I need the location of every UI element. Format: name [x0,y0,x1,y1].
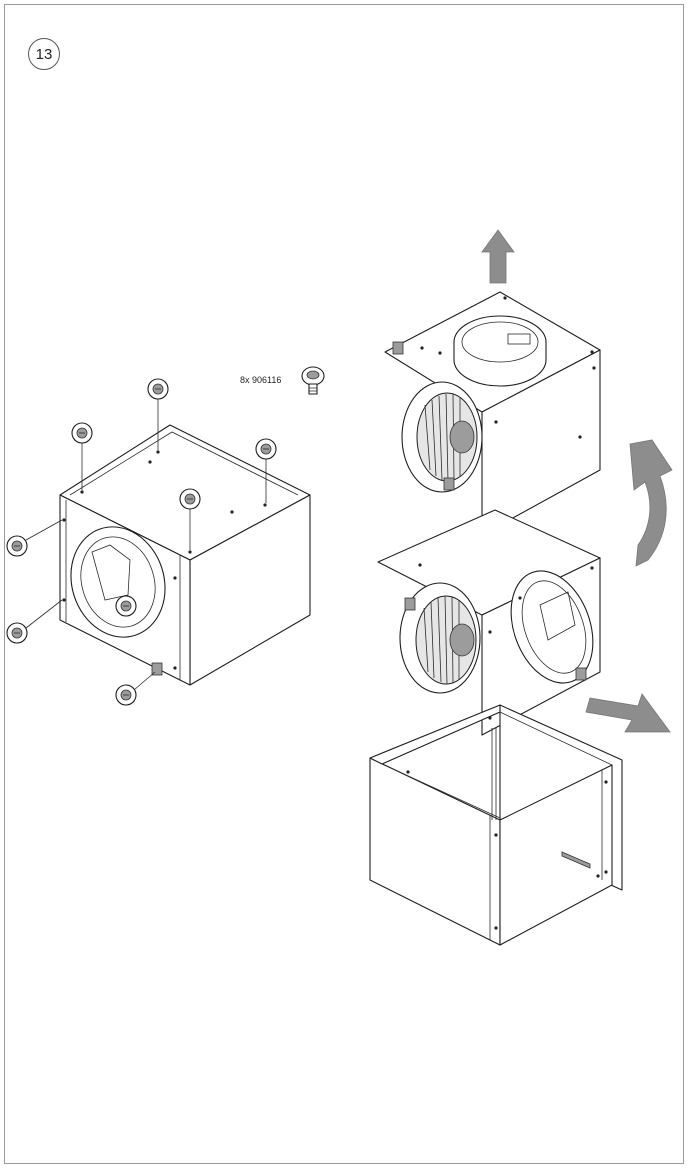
motor-unit-top [384,291,601,536]
screw-icon [6,622,28,644]
page-frame [4,4,684,1164]
screw-part-icon [301,366,325,395]
open-box-housing [369,704,623,946]
step-number: 13 [35,45,53,63]
rotate-arrow-icon [629,439,673,567]
screw-icon [147,378,169,400]
screw-icon [71,422,93,444]
airflow-side-arrow-icon [585,693,671,733]
screw-icons [6,378,277,706]
airflow-up-arrow-icon [481,229,515,284]
screw-icon [179,488,201,510]
screw-icon [115,684,137,706]
screw-icon [115,595,137,617]
screw-icon [6,535,28,557]
step-number-badge: 13 [28,38,60,70]
screw-icon [255,438,277,460]
part-quantity-label: 8x 906116 [240,375,282,385]
assembled-motor-box [59,424,311,686]
motor-unit-bottom [377,509,601,736]
screw-leader-lines [25,398,267,691]
